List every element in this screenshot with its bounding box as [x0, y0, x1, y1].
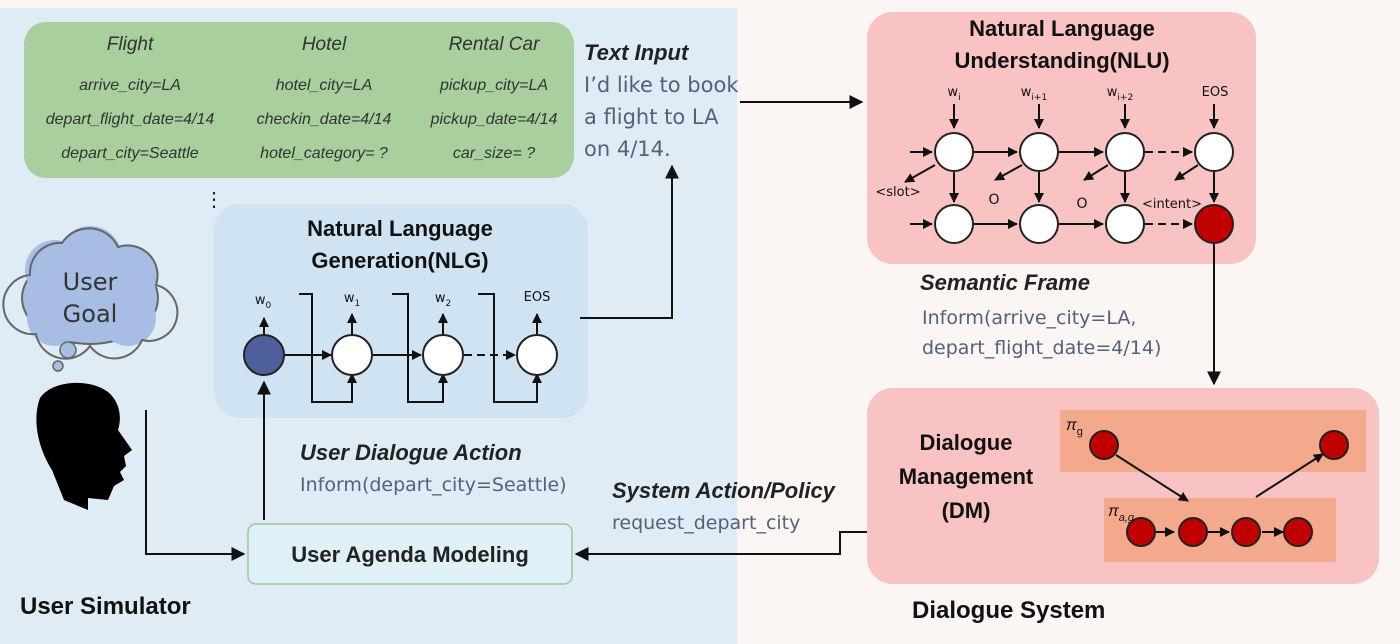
- user-head-icon: [36, 382, 132, 510]
- goal-cell: checkin_date=4/14: [257, 111, 392, 128]
- user-dialogue-action-title: User Dialogue Action: [300, 440, 522, 465]
- nlg-node: [243, 334, 285, 376]
- dm-node: [1089, 430, 1119, 460]
- nlg-module: Natural Language Generation(NLG) w0 w1 w…: [214, 204, 588, 418]
- nlg-node: [331, 334, 373, 376]
- goal-ellipsis: ⋮: [204, 189, 224, 211]
- semantic-frame-line: depart_flight_date=4/14): [922, 337, 1161, 359]
- nlu-node: [1019, 132, 1059, 172]
- nlg-title: Natural Language: [307, 216, 493, 241]
- nlg-output-label: w0: [255, 293, 272, 311]
- nlu-input-label: wi+1: [1021, 85, 1047, 103]
- nlu-module: Natural Language Understanding(NLU) wi w…: [867, 12, 1256, 264]
- goal-col-header-flight: Flight: [107, 34, 154, 55]
- semantic-frame-title: Semantic Frame: [920, 270, 1090, 295]
- nlu-intent-node: [1194, 204, 1234, 244]
- system-action-value: request_depart_city: [612, 512, 800, 534]
- dm-module: Dialogue Management (DM) πg πa,g: [867, 388, 1379, 584]
- arrow-dm-to-agenda: [574, 531, 867, 561]
- text-input-title: Text Input: [584, 40, 690, 65]
- goal-col-header-hotel: Hotel: [302, 34, 347, 55]
- nlu-node: [934, 132, 974, 172]
- nlu-node: [1019, 204, 1059, 244]
- user-goal-text: User: [63, 268, 118, 296]
- dm-node: [1231, 517, 1261, 547]
- dm-title: (DM): [942, 498, 991, 523]
- goal-cell: hotel_category= ?: [260, 145, 388, 162]
- goal-cell: hotel_city=LA: [276, 77, 373, 94]
- nlu-node: [934, 204, 974, 244]
- goal-cell: depart_flight_date=4/14: [46, 111, 215, 128]
- dm-node: [1126, 517, 1156, 547]
- goal-cell: car_size= ?: [453, 145, 535, 162]
- nlg-node: [516, 334, 558, 376]
- nlg-title: Generation(NLG): [311, 248, 488, 273]
- nlg-output-label: w1: [344, 291, 360, 309]
- nlu-input-label: EOS: [1202, 85, 1229, 100]
- user-simulator-label: User Simulator: [20, 593, 191, 620]
- text-input-line: on 4/14.: [584, 137, 671, 161]
- nlu-node: [1194, 132, 1234, 172]
- nlg-node: [422, 334, 464, 376]
- nlu-title: Understanding(NLU): [954, 48, 1169, 73]
- dm-title: Dialogue: [920, 430, 1013, 455]
- text-input-line: I’d like to book: [584, 73, 739, 97]
- nlg-output-label: w2: [435, 291, 451, 309]
- system-action-title: System Action/Policy: [612, 478, 837, 503]
- dm-title: Management: [899, 464, 1034, 489]
- user-goal-text: Goal: [63, 300, 118, 328]
- user-dialogue-action-value: Inform(depart_city=Seattle): [300, 474, 567, 496]
- dialogue-system-label: Dialogue System: [912, 597, 1105, 624]
- goal-cell: depart_city=Seattle: [61, 145, 199, 162]
- goal-cell: arrive_city=LA: [79, 77, 181, 94]
- nlu-tag-o: O: [988, 192, 999, 208]
- user-agenda-modeling-box: User Agenda Modeling: [247, 523, 573, 585]
- nlg-output-label: EOS: [524, 290, 551, 305]
- dm-node: [1319, 430, 1349, 460]
- nlu-node: [1105, 204, 1145, 244]
- arrow-user-to-agenda: [145, 410, 246, 561]
- goal-cell: pickup_date=4/14: [430, 111, 558, 128]
- arrow-nlg-to-text: [580, 164, 679, 319]
- nlu-tag-slot: <slot>: [875, 185, 920, 200]
- dm-node: [1178, 517, 1208, 547]
- nlu-input-label: wi+2: [1107, 85, 1133, 103]
- text-input-block: Text Input I’d like to book a flight to …: [584, 40, 739, 161]
- semantic-frame-line: Inform(arrive_city=LA,: [922, 307, 1136, 329]
- pi-g-label: πg: [1066, 417, 1083, 438]
- dm-node: [1283, 517, 1313, 547]
- user-agenda-label: User Agenda Modeling: [291, 542, 529, 567]
- nlu-title: Natural Language: [969, 16, 1155, 41]
- user-goal-table: Flight Hotel Rental Car arrive_city=LA d…: [24, 22, 574, 178]
- goal-cell: pickup_city=LA: [439, 77, 548, 94]
- nlu-tag-o: O: [1076, 196, 1087, 212]
- nlu-input-label: wi: [947, 85, 960, 103]
- nlu-tag-intent: <intent>: [1142, 197, 1202, 212]
- user-goal-cloud: User Goal: [2, 226, 179, 372]
- goal-col-header-rental: Rental Car: [449, 34, 540, 55]
- nlu-node: [1105, 132, 1145, 172]
- text-input-line: a flight to LA: [584, 105, 719, 129]
